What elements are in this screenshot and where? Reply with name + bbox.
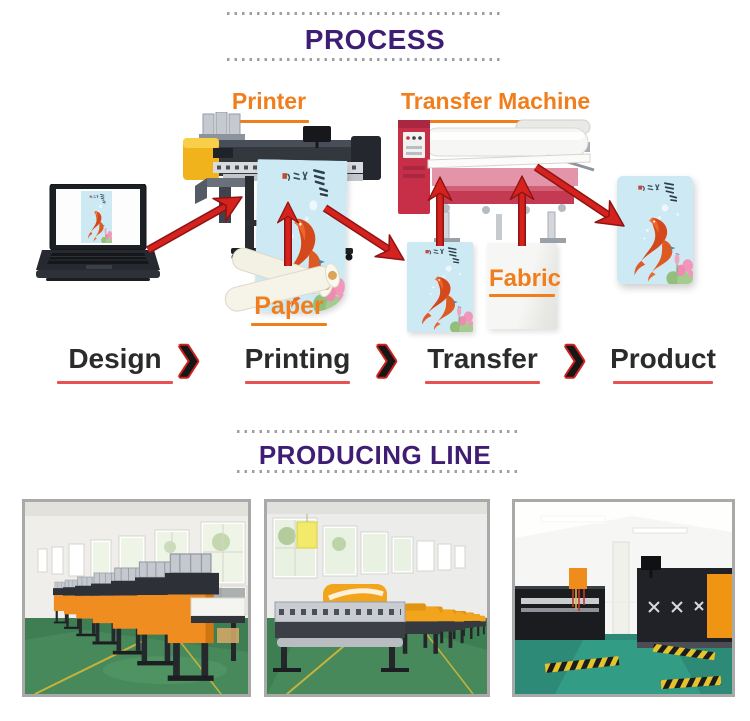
step-design-underline bbox=[57, 381, 173, 384]
step-printing: Printing bbox=[245, 343, 350, 384]
step-printing-underline bbox=[245, 381, 350, 384]
chevron-right-icon: ❯ bbox=[374, 343, 400, 376]
dotted-divider-mid-1 bbox=[237, 430, 518, 433]
fabric-label-underline bbox=[489, 294, 555, 297]
dotted-divider-top-1 bbox=[227, 12, 504, 15]
dotted-divider-mid-2 bbox=[237, 470, 518, 473]
factory-photo-1-image bbox=[25, 502, 248, 694]
paper-label-text: Paper bbox=[254, 292, 324, 320]
paper-label-underline bbox=[251, 323, 327, 326]
step-product-label: Product bbox=[610, 343, 716, 374]
factory-photo-1 bbox=[22, 499, 251, 697]
roller-heat-transfer-machine-illustration bbox=[398, 119, 595, 243]
factory-photo-3 bbox=[512, 499, 735, 697]
transfer-machine-label: Transfer Machine bbox=[401, 88, 591, 123]
printer-label-underline bbox=[229, 120, 309, 123]
finished-printed-product bbox=[617, 176, 693, 284]
chevron-right-icon: ❯ bbox=[176, 343, 202, 376]
factory-photo-2-image bbox=[267, 502, 487, 694]
blank-paper-rolls-illustration bbox=[224, 247, 340, 312]
transfer-machine-label-text: Transfer Machine bbox=[401, 88, 591, 114]
factory-photo-3-image bbox=[515, 502, 732, 694]
step-printing-label: Printing bbox=[244, 343, 351, 374]
producing-section-title: PRODUCING LINE bbox=[258, 440, 492, 470]
white-fabric-sheet bbox=[487, 243, 557, 329]
paper-label: Paper bbox=[251, 293, 327, 326]
fabric-label-text: Fabric bbox=[489, 265, 562, 292]
step-design: Design bbox=[57, 343, 173, 384]
step-product: Product bbox=[610, 343, 716, 384]
step-transfer-underline bbox=[425, 381, 540, 384]
dotted-divider-top-2 bbox=[227, 58, 504, 61]
factory-photo-2 bbox=[264, 499, 490, 697]
printed-paper-sheet bbox=[407, 242, 473, 332]
printer-label-text: Printer bbox=[231, 88, 307, 114]
fabric-label: Fabric bbox=[489, 265, 562, 297]
printer-label: Printer bbox=[229, 89, 309, 123]
transfer-machine-label-underline bbox=[401, 120, 571, 123]
laptop-illustration bbox=[36, 184, 160, 281]
step-design-label: Design bbox=[68, 343, 162, 374]
step-transfer: Transfer bbox=[425, 343, 540, 384]
step-product-underline bbox=[613, 381, 713, 384]
step-transfer-label: Transfer bbox=[427, 343, 538, 374]
process-section-title: PROCESS bbox=[304, 24, 446, 55]
chevron-right-icon: ❯ bbox=[562, 343, 588, 376]
